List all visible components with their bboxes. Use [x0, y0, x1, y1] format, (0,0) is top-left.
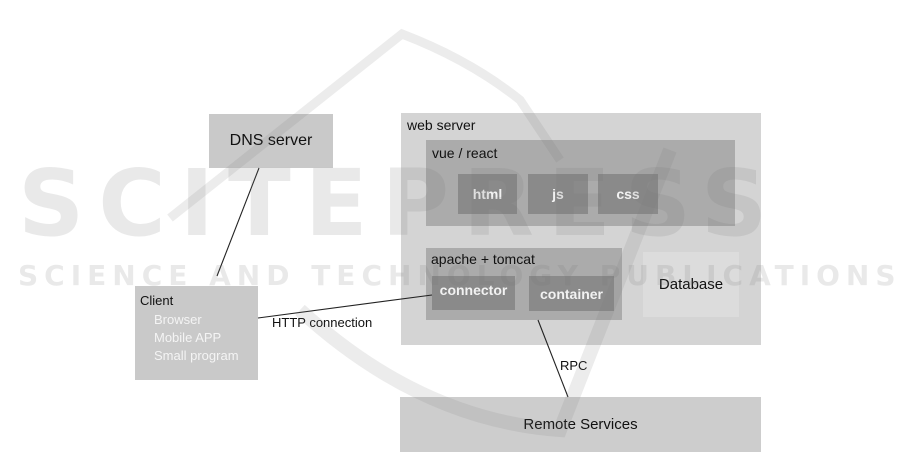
- http-connection-label: HTTP connection: [272, 315, 372, 330]
- frontend-framework-label: vue / react: [432, 145, 497, 161]
- dns-client-edge: [217, 168, 259, 276]
- backend-server-label: apache + tomcat: [431, 251, 535, 267]
- web-server-label: web server: [407, 117, 475, 133]
- rpc-label: RPC: [560, 358, 587, 373]
